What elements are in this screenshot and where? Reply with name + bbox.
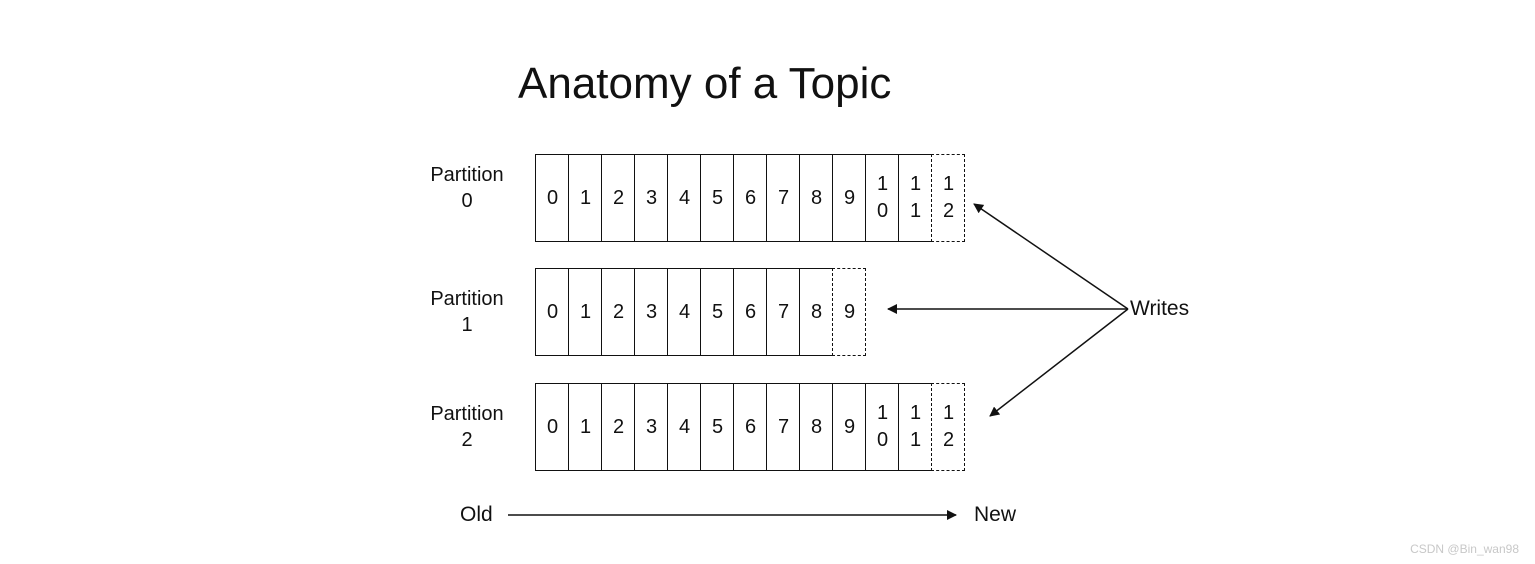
- offset-number: 10: [877, 402, 889, 451]
- offset-number: 0: [547, 186, 559, 209]
- offset-number: 0: [547, 300, 559, 323]
- offset-number: 6: [745, 186, 757, 209]
- offset-number: 1: [580, 186, 592, 209]
- offset-number: 5: [712, 186, 724, 209]
- offset-cell: 2: [601, 268, 635, 356]
- offset-number: 3: [646, 415, 658, 438]
- offset-cell: 4: [667, 383, 701, 471]
- offset-number: 12: [943, 173, 955, 222]
- offset-cell: 1: [568, 383, 602, 471]
- offset-number: 5: [712, 415, 724, 438]
- offset-cell: 10: [865, 383, 899, 471]
- diagram-title: Anatomy of a Topic: [518, 59, 892, 108]
- offset-cell: 7: [766, 268, 800, 356]
- offset-number: 0: [547, 415, 559, 438]
- offset-number: 9: [844, 300, 856, 323]
- offset-cell: 7: [766, 383, 800, 471]
- next-offset-slot: 12: [931, 154, 965, 242]
- write-arrow-partition-0: [973, 203, 1129, 310]
- offset-cell: 5: [700, 154, 734, 242]
- offset-cell: 9: [832, 383, 866, 471]
- offset-cell: 11: [898, 383, 932, 471]
- offset-number: 2: [613, 300, 625, 323]
- offset-cell: 2: [601, 154, 635, 242]
- offset-number: 2: [613, 415, 625, 438]
- offset-number: 4: [679, 415, 691, 438]
- offset-number: 4: [679, 186, 691, 209]
- offset-number: 11: [910, 173, 922, 222]
- offset-number: 6: [745, 415, 757, 438]
- offset-cell: 4: [667, 154, 701, 242]
- offset-number: 5: [712, 300, 724, 323]
- write-arrow-partition-2: [989, 308, 1129, 417]
- timeline-new-label: New: [974, 503, 1017, 526]
- offset-number: 8: [811, 186, 823, 209]
- offset-cell: 6: [733, 383, 767, 471]
- offset-cell: 3: [634, 154, 668, 242]
- offset-number: 10: [877, 173, 889, 222]
- offset-number: 11: [910, 402, 922, 451]
- offset-number: 1: [580, 300, 592, 323]
- offset-number: 4: [679, 300, 691, 323]
- offset-number: 7: [778, 186, 790, 209]
- offset-number: 8: [811, 300, 823, 323]
- offset-cell: 2: [601, 383, 635, 471]
- offset-number: 9: [844, 186, 856, 209]
- next-offset-slot: 9: [832, 268, 866, 356]
- offset-number: 3: [646, 300, 658, 323]
- writes-label: Writes: [1130, 297, 1190, 320]
- offset-number: 2: [613, 186, 625, 209]
- offset-cell: 5: [700, 383, 734, 471]
- offset-cell: 10: [865, 154, 899, 242]
- timeline-old-label: Old: [460, 503, 493, 526]
- offset-number: 7: [778, 415, 790, 438]
- next-offset-slot: 12: [931, 383, 965, 471]
- offset-number: 8: [811, 415, 823, 438]
- offset-number: 3: [646, 186, 658, 209]
- offset-number: 9: [844, 415, 856, 438]
- offset-number: 7: [778, 300, 790, 323]
- offset-cell: 3: [634, 268, 668, 356]
- offset-cell: 6: [733, 268, 767, 356]
- offset-number: 1: [580, 415, 592, 438]
- offset-cell: 1: [568, 154, 602, 242]
- offset-number: 12: [943, 402, 955, 451]
- offset-cell: 0: [535, 383, 569, 471]
- offset-number: 6: [745, 300, 757, 323]
- watermark: CSDN @Bin_wan98: [1410, 542, 1519, 556]
